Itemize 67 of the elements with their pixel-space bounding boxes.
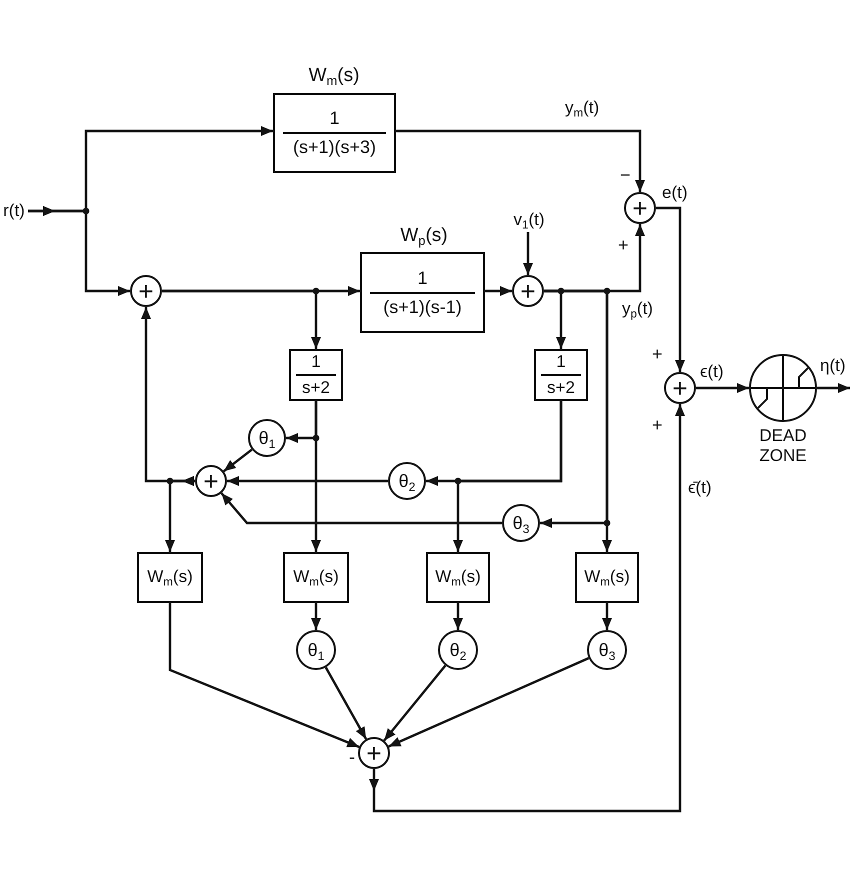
signal-label: r(t) [0,200,28,222]
sign-label: + [652,345,663,363]
arrow [523,232,533,275]
arrow [165,476,195,552]
gain-circle: θ$_{3}$ [587,630,627,670]
summing-junction: + [624,192,656,224]
sign-label: + [652,416,663,434]
fraction-numerator: 1 [311,352,321,372]
signal-label: ϵ(t) [700,362,724,382]
fraction-numerator: 1 [329,108,340,129]
summing-junction: + [664,372,696,404]
transfer-function-box [273,93,396,173]
arrow [453,401,562,552]
sign-label: - [349,748,355,766]
arrow [311,603,321,630]
arrow [485,286,512,296]
summing-junction: + [130,275,162,307]
block-caption: DEAD ZONE [758,426,808,466]
gain-circle: θ$_{2}$ [388,462,426,500]
transfer-function-box [360,252,485,333]
block-label: W$_{p}$(s) [400,225,448,248]
fraction-denominator: (s+1)(s-1) [383,296,462,318]
signal-label: y$_{p}$(t) [622,299,653,320]
transfer-function-box [289,349,343,401]
sign-label: + [618,236,629,254]
arrow [656,206,685,372]
gain-circle: θ$_{2}$ [438,630,478,670]
transfer-function-box: W$_{m}$(s) [426,552,490,603]
arrow [696,383,749,393]
gain-circle: θ$_{1}$ [248,419,286,457]
arrow [324,666,368,740]
arrow [453,603,463,630]
sign-label: − [620,166,631,184]
arrow [383,664,446,742]
signal-label: η(t) [820,356,846,376]
arrow [220,492,502,524]
arrow [168,603,360,748]
arrow [369,404,685,812]
arrow [222,448,253,472]
summing-junction: + [195,465,227,497]
fraction-numerator: 1 [556,352,566,372]
fraction-denominator: (s+1)(s+3) [292,137,376,158]
arrow [396,130,645,192]
transfer-function-box: W$_{m}$(s) [137,552,203,603]
gain-circle: θ$_{1}$ [296,630,336,670]
arrow [817,383,850,393]
arrow [162,290,321,349]
signal-label: v$_{1}$(t) [506,208,552,232]
signal-label: ϵ̄(t) [688,478,712,498]
signal-label: e(t) [662,183,688,204]
arrow [227,476,388,486]
fraction-denominator: s+2 [302,378,330,398]
signal-label: y$_{m}$(t) [565,98,600,118]
fraction-numerator: 1 [417,268,428,288]
transfer-function-box: W$_{m}$(s) [283,552,349,603]
fraction-denominator: s+2 [547,378,575,398]
transfer-function-box [534,349,588,401]
block-label: W$_{m}$(s) [308,65,360,88]
arrow [602,603,612,630]
arrow [544,290,612,552]
arrow [388,657,590,748]
transfer-function-box: W$_{m}$(s) [575,552,639,603]
gain-circle: θ$_{3}$ [502,504,540,542]
arrow [311,401,321,552]
arrow [28,206,130,296]
summing-junction: + [358,737,390,769]
summing-junction: + [512,275,544,307]
